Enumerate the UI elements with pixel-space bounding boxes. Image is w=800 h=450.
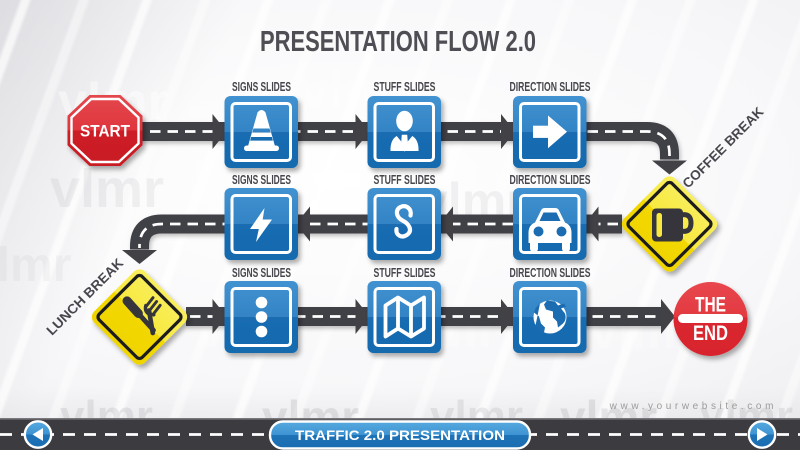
svg-text:STUFF SLIDES: STUFF SLIDES <box>374 80 436 94</box>
svg-text:START: START <box>80 122 131 141</box>
svg-text:THE: THE <box>695 293 726 317</box>
svg-text:DIRECTION SLIDES: DIRECTION SLIDES <box>510 80 591 94</box>
svg-text:SIGNS SLIDES: SIGNS SLIDES <box>232 80 291 94</box>
svg-text:www.yourwebsite.com: www.yourwebsite.com <box>609 401 777 412</box>
svg-text:COFFEE BREAK: COFFEE BREAK <box>680 104 767 191</box>
svg-text:SIGNS SLIDES: SIGNS SLIDES <box>232 266 291 280</box>
svg-text:END: END <box>693 321 728 345</box>
svg-text:DIRECTION SLIDES: DIRECTION SLIDES <box>510 173 591 187</box>
svg-text:STUFF SLIDES: STUFF SLIDES <box>374 173 436 187</box>
svg-text:TRAFFIC 2.0 PRESENTATION: TRAFFIC 2.0 PRESENTATION <box>295 427 505 443</box>
svg-text:PRESENTATION FLOW 2.0: PRESENTATION FLOW 2.0 <box>260 26 536 58</box>
svg-text:DIRECTION SLIDES: DIRECTION SLIDES <box>510 266 591 280</box>
svg-text:SIGNS SLIDES: SIGNS SLIDES <box>232 173 291 187</box>
svg-text:STUFF SLIDES: STUFF SLIDES <box>374 266 436 280</box>
